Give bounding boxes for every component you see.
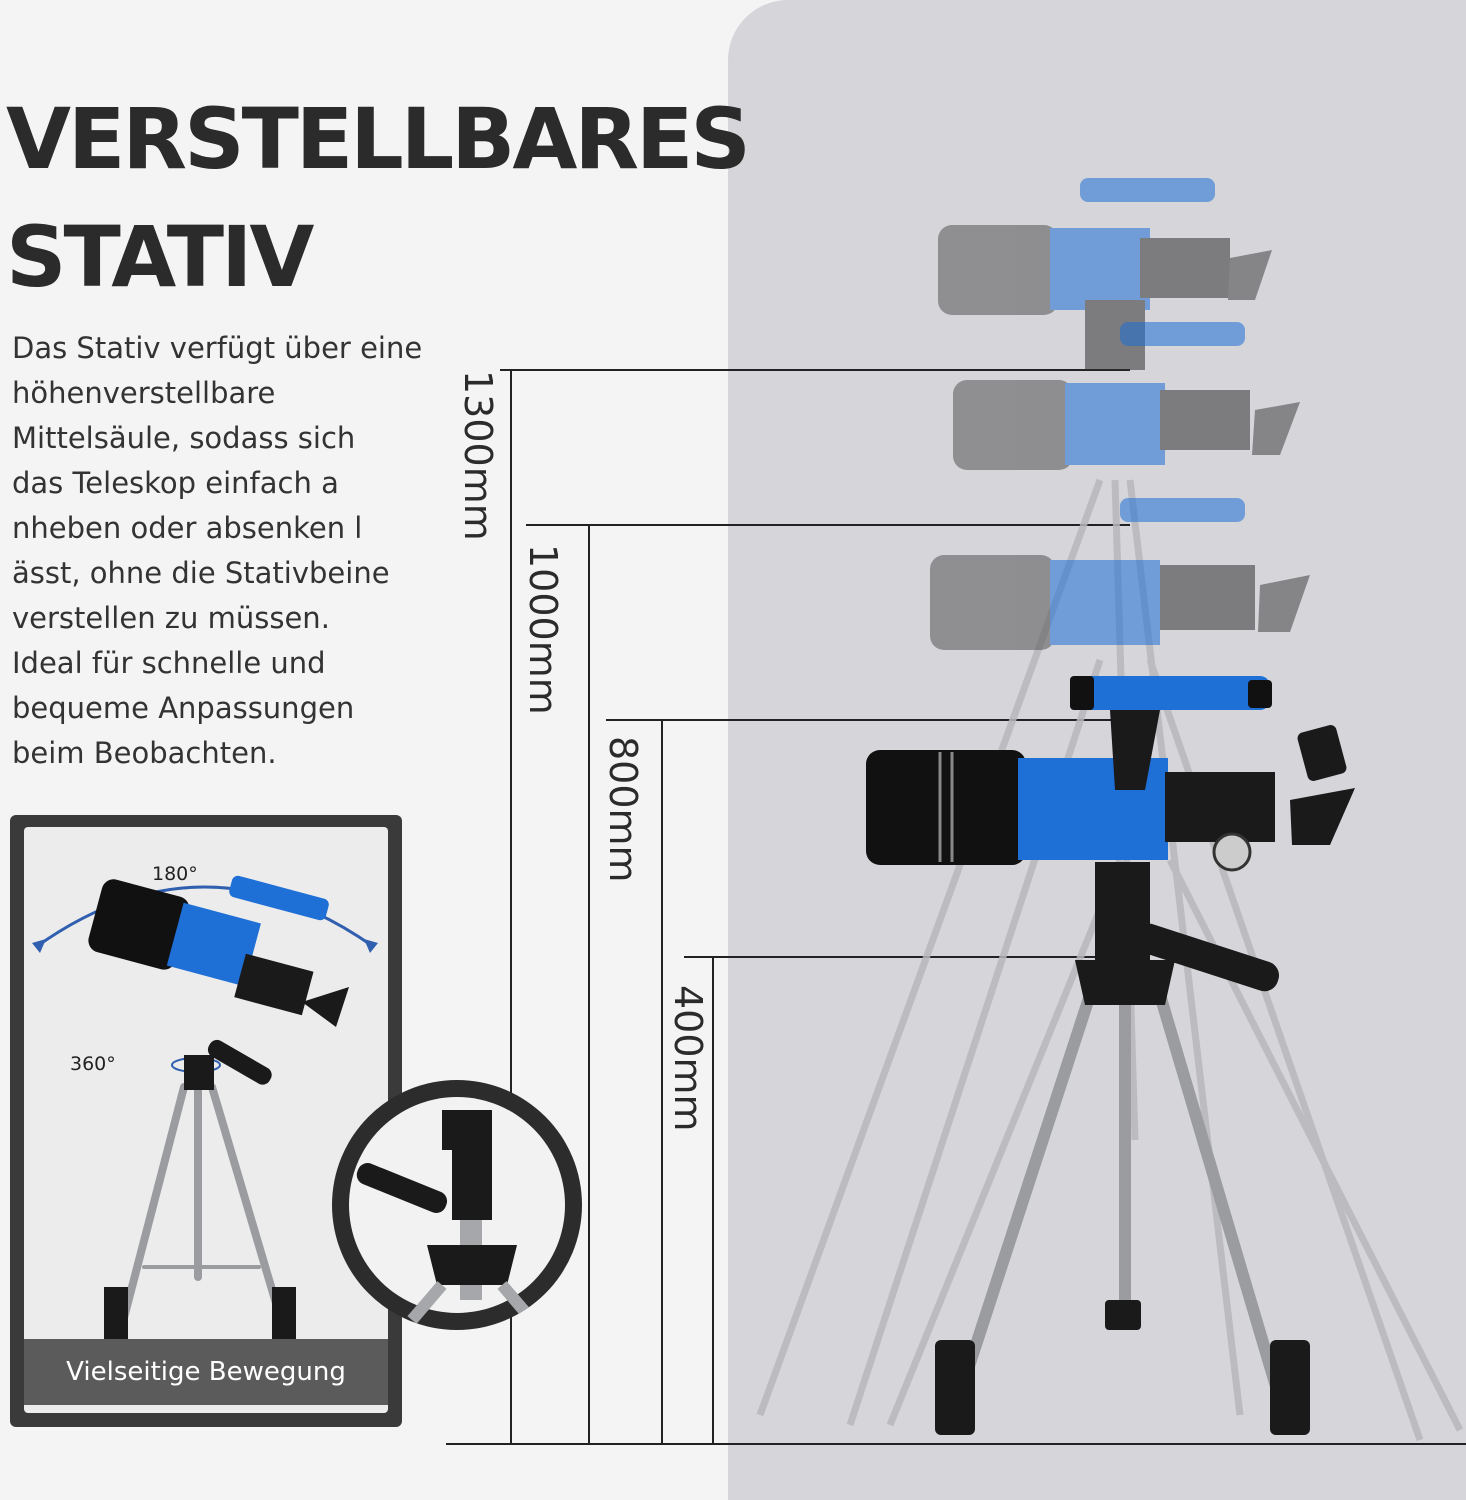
- rotation-arc-icon: [35, 885, 375, 949]
- headline: VERSTELLBARES STATIV: [6, 80, 751, 316]
- inset-caption: Vielseitige Bewegung: [24, 1339, 388, 1405]
- dimension-line-800: [606, 719, 1130, 1444]
- headline-line-1: VERSTELLBARES: [6, 90, 751, 188]
- main-tripod-feet: [935, 1300, 1310, 1435]
- angle-label-horizontal: 360°: [70, 1053, 116, 1075]
- description-line: ässt, ohne die Stativbeine: [12, 556, 390, 590]
- headline-line-2: STATIV: [6, 208, 314, 306]
- description-line: verstellen zu müssen.: [12, 601, 330, 635]
- focuser: [1165, 772, 1275, 842]
- mount-column: [1095, 862, 1150, 962]
- description-line: beim Beobachten.: [12, 736, 277, 770]
- inset-illustration: [32, 875, 378, 1347]
- angle-label-vertical: 180°: [152, 863, 198, 885]
- inset-telescope: [88, 875, 349, 1027]
- dimension-label-1300: 1300mm: [456, 370, 500, 541]
- description-line: Das Stativ verfügt über eine: [12, 331, 423, 365]
- main-telescope: [866, 676, 1355, 872]
- description-line: höhenverstellbare: [12, 376, 276, 410]
- zoom-detail-circle: [332, 1080, 582, 1330]
- description-line: Ideal für schnelle und: [12, 646, 326, 680]
- ghost-telescope-middle: [953, 322, 1300, 470]
- dew-shield: [866, 750, 1026, 865]
- description-text: Das Stativ verfügt über eine höhenverste…: [12, 326, 472, 776]
- dimension-line-1000: [526, 524, 1130, 1444]
- eyepiece: [1297, 725, 1347, 781]
- inset-inner: 180° 360° Vielseitige Bewegung: [24, 827, 388, 1413]
- description-line: nheben oder absenken l: [12, 511, 363, 545]
- dimension-label-400: 400mm: [666, 985, 710, 1132]
- pan-handle: [1134, 923, 1280, 992]
- tripod-head: [1075, 960, 1175, 1005]
- finder-scope: [1070, 676, 1270, 710]
- ghost-telescope-lower: [930, 498, 1310, 650]
- main-tripod: [952, 989, 1286, 1406]
- focus-knob: [1212, 832, 1252, 872]
- finder-bracket: [1110, 710, 1160, 790]
- dimension-line-1300: [500, 369, 1130, 1444]
- star-diagonal: [1290, 788, 1355, 845]
- zoom-detail-illustration: [349, 1097, 565, 1324]
- dimension-line-400: [684, 956, 1130, 1444]
- description-line: das Teleskop einfach a: [12, 466, 339, 500]
- dimension-label-1000: 1000mm: [521, 544, 565, 715]
- description-line: Mittelsäule, sodass sich: [12, 421, 356, 455]
- inset-panel: 180° 360° Vielseitige Bewegung: [10, 815, 402, 1427]
- inset-tripod: [115, 1083, 290, 1341]
- dimension-label-800: 800mm: [601, 736, 645, 883]
- description-line: bequeme Anpassungen: [12, 691, 355, 725]
